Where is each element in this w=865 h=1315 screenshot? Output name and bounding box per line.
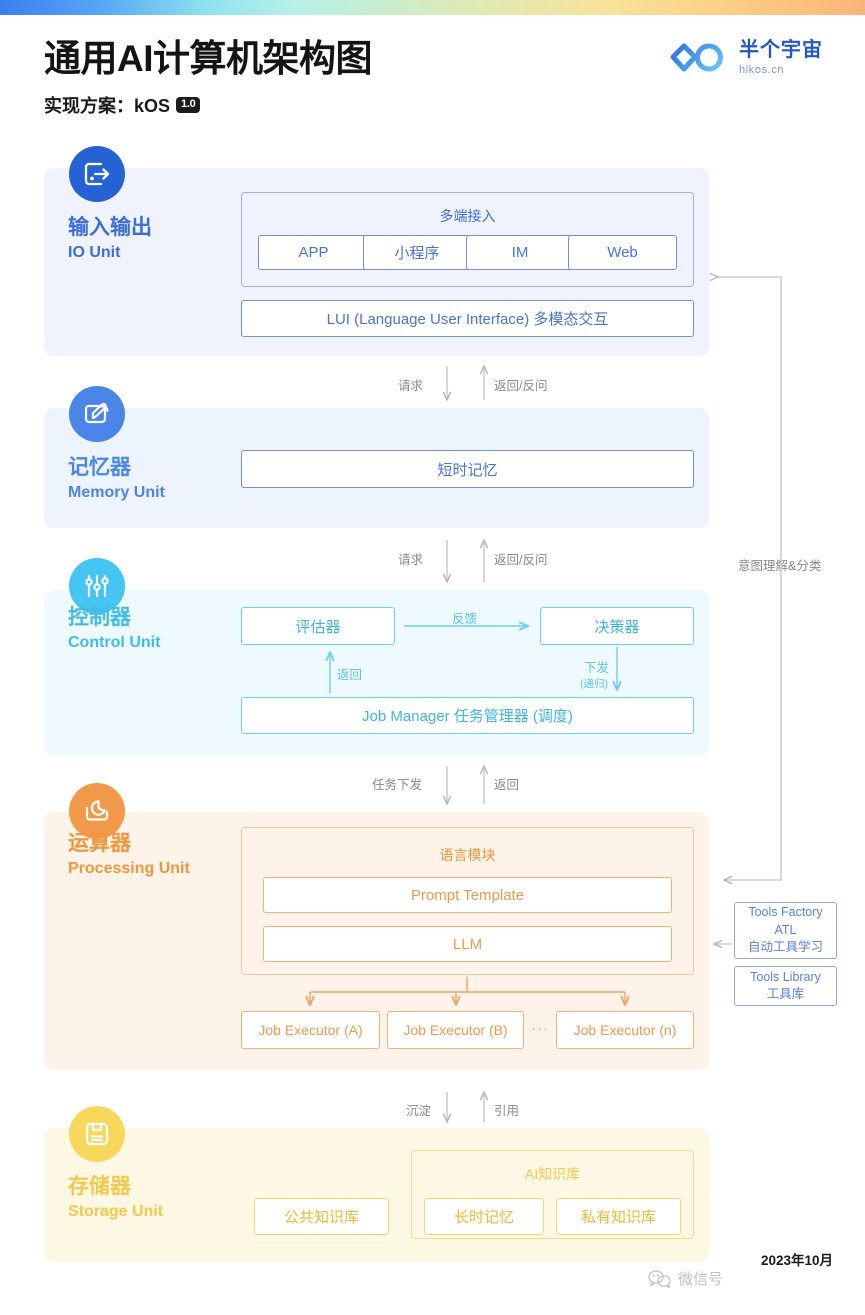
job-executor-n-box[interactable]: Job Executor (n) [556, 1011, 694, 1049]
dispatch-sub-label: (递归) [580, 678, 608, 690]
public-knowledge-base-box[interactable]: 公共知识库 [254, 1198, 389, 1235]
multi-channel-group-title: 多端接入 [439, 208, 496, 224]
tools-factory-box[interactable]: Tools Factory ATL 自动工具学习 [734, 902, 837, 959]
tools-factory-line1: Tools Factory [748, 905, 823, 920]
processing-unit-name-en: Processing Unit [68, 859, 190, 877]
job-executor-a-box[interactable]: Job Executor (A) [241, 1011, 380, 1049]
version-badge: 1.0 [176, 97, 201, 113]
processing-unit-icon [69, 783, 125, 839]
channel-box-web[interactable]: Web [568, 235, 677, 270]
subtitle-text: 实现方案：kOS [44, 96, 171, 116]
lui-box[interactable]: LUI (Language User Interface) 多模态交互 [241, 300, 694, 337]
prompt-template-box[interactable]: Prompt Template [263, 877, 672, 913]
executor-ellipsis: ··· [531, 1020, 549, 1037]
infinity-logo-icon [670, 43, 723, 72]
language-module-title: 语言模块 [439, 847, 496, 863]
logo-domain: hikos.cn [739, 64, 785, 76]
publication-date: 2023年10月 [760, 1253, 833, 1268]
channel-box-app[interactable]: APP [258, 235, 369, 270]
io-unit-name-en: IO Unit [68, 243, 121, 261]
ai-knowledge-base-group [411, 1150, 694, 1239]
ai-knowledge-base-title: AI知识库 [524, 1166, 581, 1182]
io-unit-icon [69, 146, 125, 202]
control-unit-label: 控制器 Control Unit [68, 606, 160, 653]
memory-unit-icon [69, 386, 125, 442]
memory-unit-name-cn: 记忆器 [68, 456, 131, 479]
page-title: 通用AI计算机架构图 [44, 38, 373, 79]
top-gradient-bar [0, 0, 865, 15]
io-memory-down-label: 请求 [398, 379, 424, 393]
channel-box-im[interactable]: IM [466, 235, 574, 270]
floppy-disk-icon [85, 1122, 109, 1146]
storage-unit-name-cn: 存储器 [68, 1175, 131, 1198]
brand-logo: 半个宇宙 hikos.cn [668, 40, 823, 76]
job-executor-b-box[interactable]: Job Executor (B) [387, 1011, 524, 1049]
logo-text: 半个宇宙 hikos.cn [739, 40, 823, 76]
tools-library-box[interactable]: Tools Library 工具库 [734, 966, 837, 1006]
tools-factory-line2: ATL [774, 922, 797, 937]
feedback-label: 反馈 [452, 612, 478, 626]
processing-unit-label: 运算器 Processing Unit [68, 832, 190, 879]
memory-control-up-label: 返回/反问 [494, 553, 548, 567]
control-processing-down-label: 任务下发 [372, 778, 423, 792]
multi-channel-group [241, 192, 694, 287]
wechat-icon [648, 1269, 671, 1288]
io-unit-name-cn: 输入输出 [68, 216, 152, 239]
channel-box-miniprogram[interactable]: 小程序 [363, 235, 471, 270]
watermark-text: 微信号 [678, 1271, 724, 1288]
storage-unit-label: 存储器 Storage Unit [68, 1175, 163, 1222]
decider-box[interactable]: 决策器 [540, 607, 694, 645]
sliders-icon [85, 574, 109, 598]
processing-unit-name-cn: 运算器 [68, 832, 131, 855]
io-memory-up-label: 返回/反问 [494, 379, 548, 393]
storage-unit-icon [69, 1106, 125, 1162]
dispatch-label: 下发 [584, 661, 610, 675]
memory-unit-label: 记忆器 Memory Unit [68, 456, 165, 503]
control-unit-icon [69, 558, 125, 614]
tools-factory-line3: 自动工具学习 [747, 940, 823, 955]
control-unit-name-en: Control Unit [68, 633, 161, 651]
storage-unit-name-en: Storage Unit [68, 1202, 164, 1220]
tools-library-line1: Tools Library [750, 969, 821, 984]
private-knowledge-base-box[interactable]: 私有知识库 [556, 1198, 681, 1235]
processing-storage-up-label: 引用 [494, 1104, 520, 1118]
control-unit-name-cn: 控制器 [68, 606, 131, 629]
long-term-memory-box[interactable]: 长时记忆 [424, 1198, 544, 1235]
memory-control-down-label: 请求 [398, 553, 424, 567]
intent-understanding-label: 意图理解&分类 [738, 559, 822, 573]
control-processing-up-label: 返回 [494, 778, 520, 792]
evaluator-box[interactable]: 评估器 [241, 607, 395, 645]
memory-unit-name-en: Memory Unit [68, 483, 165, 501]
tools-library-line2: 工具库 [766, 987, 805, 1001]
logo-name-cn: 半个宇宙 [739, 39, 823, 61]
processing-storage-down-label: 沉淀 [406, 1104, 432, 1118]
llm-box[interactable]: LLM [263, 926, 672, 962]
export-box-icon [84, 162, 110, 186]
processor-timer-icon [85, 800, 109, 821]
io-unit-label: 输入输出 IO Unit [68, 216, 152, 263]
language-module-group [241, 827, 694, 975]
control-return-label: 返回 [337, 668, 363, 682]
page-subtitle: 实现方案：kOS 1.0 [44, 92, 201, 118]
note-edit-icon [84, 402, 109, 424]
short-term-memory-box[interactable]: 短时记忆 [241, 450, 694, 488]
wechat-watermark: 微信号 [648, 1268, 723, 1289]
job-manager-box[interactable]: Job Manager 任务管理器 (调度) [241, 697, 694, 734]
